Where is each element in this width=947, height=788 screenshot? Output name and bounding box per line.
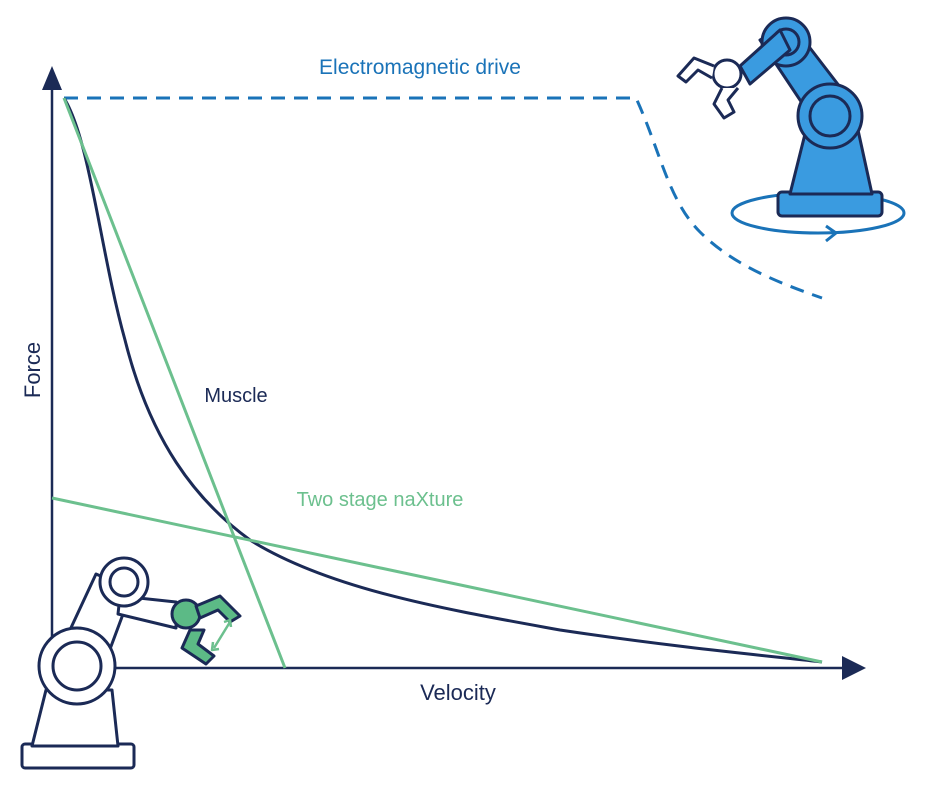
x-axis-label: Velocity	[420, 680, 496, 705]
grip-arrow-icon	[210, 618, 233, 652]
electromagnetic-drive-label: Electromagnetic drive	[319, 56, 521, 79]
naxture-label: Two stage naXture	[297, 489, 464, 511]
robot-arm-blue-icon	[676, 16, 906, 243]
y-axis	[42, 66, 62, 668]
naxture-line-shallow	[51, 496, 823, 664]
muscle-curve	[62, 97, 823, 664]
robot-arm-navy-icon	[20, 556, 242, 770]
muscle-label: Muscle	[204, 385, 267, 407]
naxture-line-steep	[62, 97, 287, 669]
electromagnetic-drive-curve	[64, 96, 823, 300]
y-axis-label: Force	[20, 342, 45, 398]
x-axis	[52, 656, 866, 680]
